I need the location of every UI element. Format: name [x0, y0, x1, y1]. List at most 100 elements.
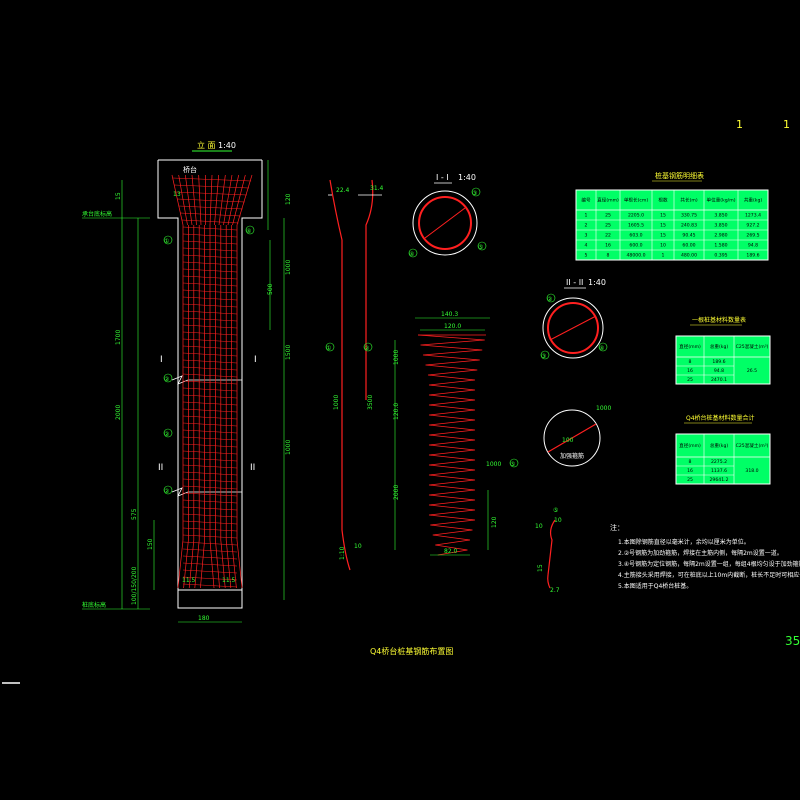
rebar-hoop [182, 310, 238, 315]
section-1-scale: 1:40 [458, 173, 476, 182]
rebar-flare [209, 174, 213, 226]
footer-title: Q4桥台桩基钢筋布置图 [370, 646, 453, 656]
rebar-hoop [182, 373, 238, 378]
bent-bar-len-2: 3500 [367, 395, 374, 410]
rebar-flare [171, 174, 184, 226]
dim-left-outer-2: 1700 [115, 330, 122, 345]
dim-bottom-left: 11.5 [182, 577, 196, 584]
table-cell: 16 [687, 468, 693, 474]
rebar-hoop [182, 583, 238, 588]
rebar-hoop [182, 282, 238, 287]
dim-left-outer-1: 15 [115, 192, 122, 200]
table-cell: 4 [585, 243, 588, 249]
rebar-taper [215, 539, 220, 589]
rebar-hoop [182, 576, 238, 581]
rebar-hoop [182, 513, 238, 518]
table-cell: 189.6 [746, 253, 759, 259]
table-cell: 1273.4 [745, 213, 761, 219]
table-cell: 3 [585, 233, 588, 239]
rebar-hoop [175, 191, 247, 196]
dim-right-1: 1000 [285, 260, 292, 275]
dim-right-main: 1000 [285, 440, 292, 455]
section-1: I - I 1:40 ④ ③ ⑤ [408, 173, 487, 258]
rebar-hoop [182, 415, 238, 420]
corner-mark-left: 1 [736, 118, 743, 131]
spiral-bottom-dim: 82.0 [444, 548, 458, 555]
bent-bar-callout-2: ② [363, 342, 373, 352]
spiral-top-dim-1: 140.3 [441, 311, 458, 318]
rebar-hoop [182, 254, 238, 259]
table-main: 桩基钢筋明细表 编号直径(mm)单根长(cm)根数共长(m)单位重(kg/m)共… [575, 171, 769, 261]
table-cell: 3.850 [714, 223, 727, 229]
section-2-title: II - II [566, 278, 583, 287]
note-4: 4.主筋接头采用焊接，可在桩底以上10m内截断，桩长不足时可相应调整。 [618, 571, 800, 579]
rebar-hoop [182, 499, 238, 504]
table-cell: 15 [660, 223, 666, 229]
hoop-detail: 1000 100 加强箍筋 [543, 405, 611, 467]
svg-text:④: ④ [246, 228, 251, 235]
rebar-hoop [182, 331, 238, 336]
rebar-taper [183, 539, 189, 589]
table-header-cell: 直径(mm) [679, 442, 701, 449]
section-2-scale: 1:40 [588, 278, 606, 287]
rebar-hoop [182, 471, 238, 476]
table-cell: 2 [585, 223, 588, 229]
rebar-hoop [182, 303, 238, 308]
table-cell: 2205.0 [628, 213, 644, 219]
rebar-hoop [182, 247, 238, 252]
table-main-title: 桩基钢筋明细表 [655, 171, 704, 180]
rebar-hoop [182, 527, 238, 532]
table-cell: 1.580 [714, 243, 727, 249]
table-cell: 25 [605, 213, 611, 219]
svg-text:②: ② [547, 296, 553, 303]
spiral-detail: 140.3 120.0 1000 120.0 2000 120 ⑤ 1000 8… [393, 311, 519, 556]
table-header-cell: 总重(kg) [710, 343, 729, 350]
hook-callout: ⑤ [553, 507, 558, 514]
hook-dim-1: 10 [554, 517, 562, 524]
svg-text:②: ② [364, 345, 370, 352]
spiral-dim-1: 1000 [393, 350, 400, 365]
rebar-hoop [182, 401, 238, 406]
table-cell: 60.00 [682, 243, 695, 249]
rebar-taper [225, 539, 232, 589]
spiral-line [417, 334, 485, 556]
rebar-hoop [182, 296, 238, 301]
table-cell: 0.395 [714, 253, 727, 259]
section-2-callout-a: ② [546, 293, 556, 303]
rebar-flare [236, 174, 253, 226]
page-number: 35 [785, 634, 800, 648]
hoop-dim-2: 100 [562, 437, 574, 444]
callout-4: ② [163, 485, 173, 495]
section-1-callout-c: ⑤ [477, 241, 487, 251]
table-header-cell: 直径(mm) [679, 343, 701, 350]
bent-bar-dim-1: 22.4 [336, 187, 350, 194]
rebar-taper [209, 539, 215, 589]
rebar-hoop [182, 450, 238, 455]
table-cell: 927.2 [746, 223, 759, 229]
rebar-hoop [182, 380, 238, 385]
rebar-hoop [182, 394, 238, 399]
table-cell: 1605.5 [628, 223, 644, 229]
rebar-hoop [182, 289, 238, 294]
table-cell: 3.850 [714, 213, 727, 219]
spiral-dim-4: 120 [491, 516, 498, 528]
table-cell: 90.45 [682, 233, 695, 239]
dim-left-inner-1: 575 [131, 508, 138, 520]
rebar-hoop [182, 268, 238, 273]
rebar-hoop [182, 464, 238, 469]
hoop-label: 加强箍筋 [560, 452, 584, 460]
spiral-callout: ⑤ [509, 458, 519, 468]
callout-1: ① [163, 235, 173, 245]
hook-dim-3: 15 [537, 564, 544, 572]
rebar-taper [236, 539, 243, 589]
section-mark-1-right: I [254, 355, 257, 365]
table-cell: 15 [660, 213, 666, 219]
svg-text:③: ③ [541, 353, 546, 360]
rebar-hoop [182, 317, 238, 322]
rebar-hoop [182, 520, 238, 525]
table-cell: 22 [605, 233, 611, 239]
table-header-cell: 共长(m) [680, 197, 697, 204]
dim-right-top: 120 [285, 193, 292, 205]
bent-bars: 22.4 31.4 ① ② 1000 3500 1:10 10 [325, 179, 384, 571]
